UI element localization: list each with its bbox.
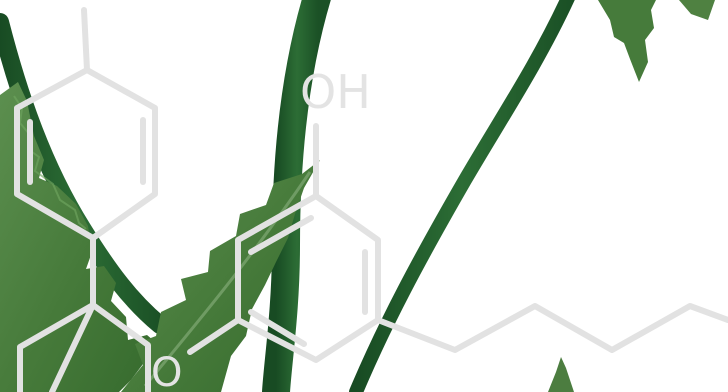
center-leaf-vein (143, 171, 312, 387)
right-diagonal-stem (349, 0, 575, 392)
center-leaf (121, 160, 320, 392)
hydroxyl-label: OH (300, 65, 371, 119)
leaf-serration-edge-left (13, 95, 87, 230)
oxygen-label: O (151, 350, 182, 392)
left-leaf-cluster (0, 82, 160, 392)
molecule-structure-overlay (14, 7, 728, 392)
top-right-leaf-small (679, 0, 715, 20)
bottom-leaf-tip (548, 357, 574, 392)
top-right-leaf (598, 0, 656, 82)
